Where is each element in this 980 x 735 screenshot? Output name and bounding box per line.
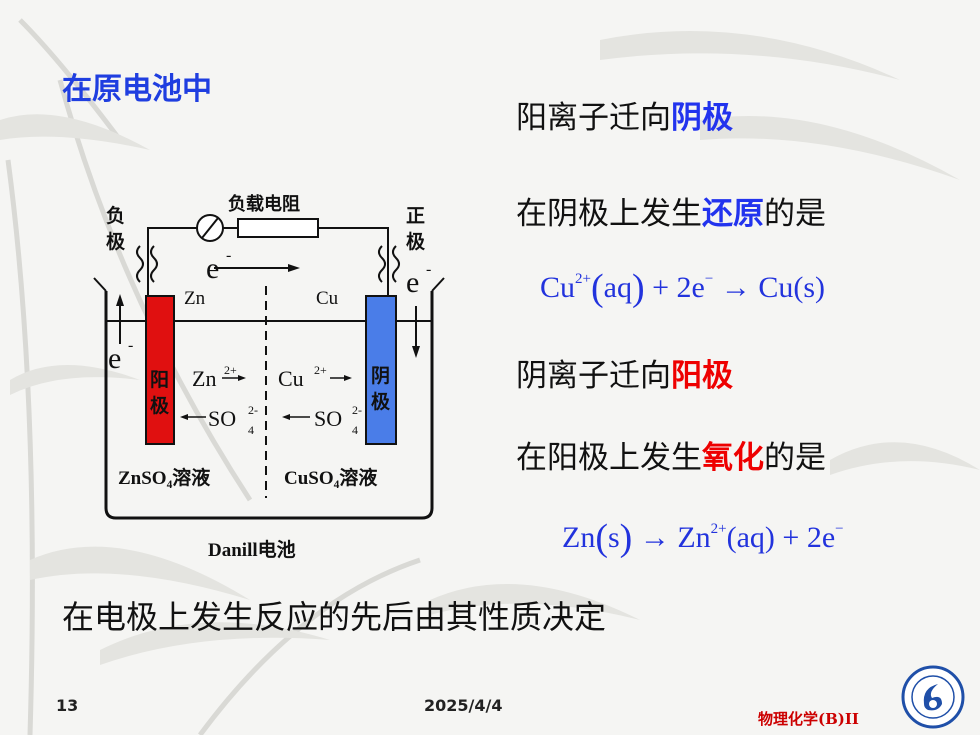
cell-name-label: Danill电池 <box>208 538 296 561</box>
slide-title: 在原电池中 <box>62 72 212 107</box>
sulfate-left-label: SO <box>208 406 236 431</box>
svg-text:-: - <box>226 247 231 264</box>
svg-text:2+: 2+ <box>224 363 237 377</box>
positive-pole-label-2: 极 <box>406 230 426 253</box>
anion-migration-line: 阴离子迁向阳极 <box>516 358 733 394</box>
cathode-label-2: 极 <box>371 390 391 413</box>
oxidation-line: 在阳极上发生氧化的是 <box>516 440 826 476</box>
svg-text:2-: 2- <box>248 403 258 417</box>
zinc-anode <box>145 295 175 445</box>
znso4-solution-label: ZnSO₄溶液 <box>118 466 211 489</box>
resistor-icon <box>237 218 319 238</box>
daniell-cell-diagram: 负 极 正 极 负载电阻 e - e - e - Zn Cu 阳 极 阴 极 Z… <box>93 193 445 561</box>
svg-text:2+: 2+ <box>314 363 327 377</box>
svg-text:-: - <box>128 337 133 354</box>
electron-label-left: e <box>108 342 121 375</box>
cu-electrode-label: Cu <box>316 288 339 309</box>
positive-pole-label-1: 正 <box>406 206 425 227</box>
negative-pole-label-1: 负 <box>106 204 125 227</box>
anode-label-1: 阳 <box>150 369 169 391</box>
wire-left <box>147 227 198 296</box>
beaker-outline <box>104 291 434 520</box>
load-resistor-label: 负载电阻 <box>228 193 300 214</box>
reduction-line: 在阴极上发生还原的是 <box>516 196 826 232</box>
cathode-label-1: 阴 <box>371 365 390 387</box>
electron-label-right: e <box>406 266 419 299</box>
zn-ion-label: Zn <box>192 366 216 391</box>
electron-label-top: e <box>206 252 219 285</box>
slide-date: 2025/4/4 <box>424 696 503 715</box>
zn-electrode-label: Zn <box>184 288 206 309</box>
conclusion-text: 在电极上发生反应的先后由其性质决定 <box>62 598 607 636</box>
page-number: 13 <box>56 696 79 715</box>
cuso4-solution-label: CuSO₄溶液 <box>284 466 378 489</box>
svg-text:2-: 2- <box>352 403 362 417</box>
sulfate-right-label: SO <box>314 406 342 431</box>
anode-equation: Zn(s) → Zn2+(aq) + 2e− <box>562 517 844 559</box>
course-brand: 物理化学(B)II <box>758 710 859 728</box>
anode-label-2: 极 <box>150 394 170 417</box>
copper-cathode <box>365 295 397 445</box>
svg-text:-: - <box>426 261 431 278</box>
cu-ion-label: Cu <box>278 366 304 391</box>
wire-right <box>318 227 389 296</box>
university-logo-icon <box>901 665 965 729</box>
svg-text:4: 4 <box>248 423 254 437</box>
negative-pole-label-2: 极 <box>106 230 126 253</box>
cation-migration-line: 阳离子迁向阴极 <box>516 100 733 136</box>
cathode-equation: Cu2+(aq) + 2e− → Cu(s) <box>540 267 825 309</box>
svg-text:4: 4 <box>352 423 358 437</box>
